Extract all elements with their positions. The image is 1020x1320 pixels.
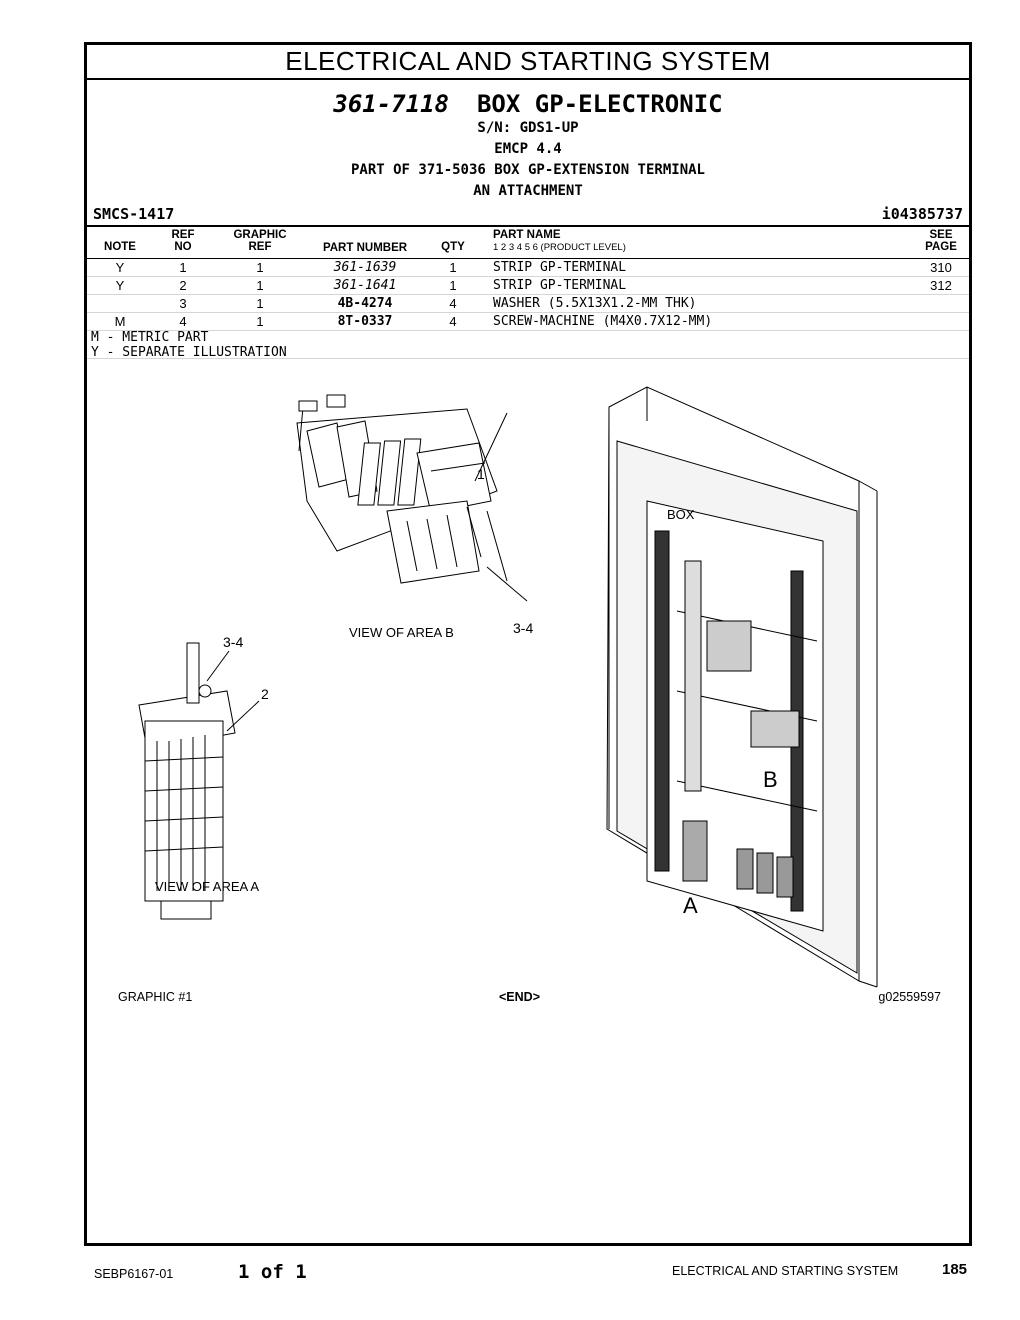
view-b-label: VIEW OF AREA B [349, 625, 454, 640]
row-part-number: 361-1639 [333, 260, 397, 275]
table-row: M 4 1 8T-0337 4 SCREW-MACHINE (M4X0.7X12… [87, 313, 969, 331]
callout-1: 1 [477, 466, 485, 482]
row-part-name: SCREW-MACHINE (M4X0.7X12-MM) [493, 314, 713, 329]
col-qty: QTY [441, 241, 465, 253]
col-ref-bottom: NO [174, 241, 192, 253]
row-part-number: 8T-0337 [337, 314, 393, 329]
row-ref: 2 [179, 278, 187, 293]
row-qty: 1 [449, 260, 457, 275]
part-title-line: 361-7118 BOX GP-ELECTRONIC [87, 90, 969, 118]
row-part-name: WASHER (5.5X13X1.2-MM THK) [493, 296, 697, 311]
view-a-label: VIEW OF AREA A [155, 879, 259, 894]
row-note: Y [115, 260, 125, 275]
smcs-row: SMCS-1417 i04385737 [93, 205, 963, 225]
graphic-id: g02559597 [878, 990, 941, 1004]
table-top-rule [87, 225, 969, 227]
part-name: BOX GP-ELECTRONIC [476, 90, 723, 118]
notes-rule [87, 358, 969, 359]
serial-number: S/N: GDS1-UP [477, 120, 579, 136]
model: EMCP 4.4 [494, 141, 562, 157]
row-see-page: 310 [930, 260, 952, 275]
row-qty: 4 [449, 296, 457, 311]
document-id: SEBP6167-01 [94, 1267, 174, 1281]
part-of: PART OF 371-5036 BOX GP-EXTENSION TERMIN… [350, 162, 705, 178]
row-part-name: STRIP GP-TERMINAL [493, 260, 627, 275]
row-part-number: 361-1641 [333, 278, 397, 293]
row-graphic: 1 [256, 278, 264, 293]
row-graphic: 1 [256, 314, 264, 329]
col-graphic-bottom: REF [248, 241, 272, 253]
page-of: 1 of 1 [238, 1261, 307, 1283]
box-drawing [606, 386, 878, 988]
row-ref: 1 [179, 260, 187, 275]
view-a-drawing [138, 642, 236, 920]
col-ref: REF NO [163, 229, 203, 253]
notes: M - METRIC PART Y - SEPARATE ILLUSTRATIO… [91, 330, 287, 360]
parts-illustration: 1 3-4 VIEW OF AREA B 3-4 2 VIEW OF AREA … [138, 386, 878, 988]
end-marker: <END> [499, 990, 540, 1004]
callout-3-4-b: 3-4 [513, 620, 533, 636]
col-graphic-top: GRAPHIC [233, 229, 287, 241]
table-row: Y 1 1 361-1639 1 STRIP GP-TERMINAL 310 [87, 259, 969, 277]
row-qty: 1 [449, 278, 457, 293]
box-label: BOX [667, 507, 695, 522]
footer-section: ELECTRICAL AND STARTING SYSTEM [672, 1264, 899, 1278]
area-b-letter: B [763, 767, 778, 792]
section-title: ELECTRICAL AND STARTING SYSTEM [87, 45, 969, 80]
row-part-number: 4B-4274 [337, 296, 393, 311]
note-metric: M - METRIC PART [91, 330, 209, 345]
col-part-number: PART NUMBER [322, 242, 408, 254]
table-row: Y 2 1 361-1641 1 STRIP GP-TERMINAL 312 [87, 277, 969, 295]
row-note: Y [115, 278, 125, 293]
graphic-caption: GRAPHIC #1 [118, 990, 193, 1004]
note-separate: Y - SEPARATE ILLUSTRATION [91, 345, 287, 360]
row-note: M [114, 314, 126, 329]
view-b-drawing [296, 394, 508, 584]
col-see-top: SEE [929, 229, 953, 241]
row-graphic: 1 [256, 260, 264, 275]
area-a-letter: A [683, 893, 698, 918]
row-graphic: 1 [256, 296, 264, 311]
smcs-code: SMCS-1417 [93, 205, 175, 223]
col-note: NOTE [104, 241, 136, 253]
col-see-bottom: PAGE [925, 241, 957, 253]
page-number: 185 [942, 1261, 968, 1278]
row-ref: 3 [179, 296, 187, 311]
callout-3-4-a: 3-4 [223, 634, 243, 650]
table-row: 3 1 4B-4274 4 WASHER (5.5X13X1.2-MM THK) [87, 295, 969, 313]
row-part-name: STRIP GP-TERMINAL [493, 278, 627, 293]
col-part-name: PART NAME [493, 229, 561, 241]
part-header: 361-7118 BOX GP-ELECTRONIC S/N: GDS1-UP E… [87, 80, 969, 202]
col-graphic: GRAPHIC REF [227, 229, 293, 253]
row-see-page: 312 [930, 278, 952, 293]
col-ref-top: REF [171, 229, 195, 241]
col-product-level: 1 2 3 4 5 6 (PRODUCT LEVEL) [493, 242, 626, 253]
attachment: AN ATTACHMENT [473, 183, 583, 199]
col-see-page: SEE PAGE [923, 229, 959, 253]
header-rule [87, 258, 969, 259]
callout-2: 2 [261, 686, 269, 702]
illustration-id: i04385737 [881, 205, 963, 223]
part-number: 361-7118 [333, 90, 449, 118]
row-qty: 4 [449, 314, 457, 329]
row-ref: 4 [179, 314, 187, 329]
